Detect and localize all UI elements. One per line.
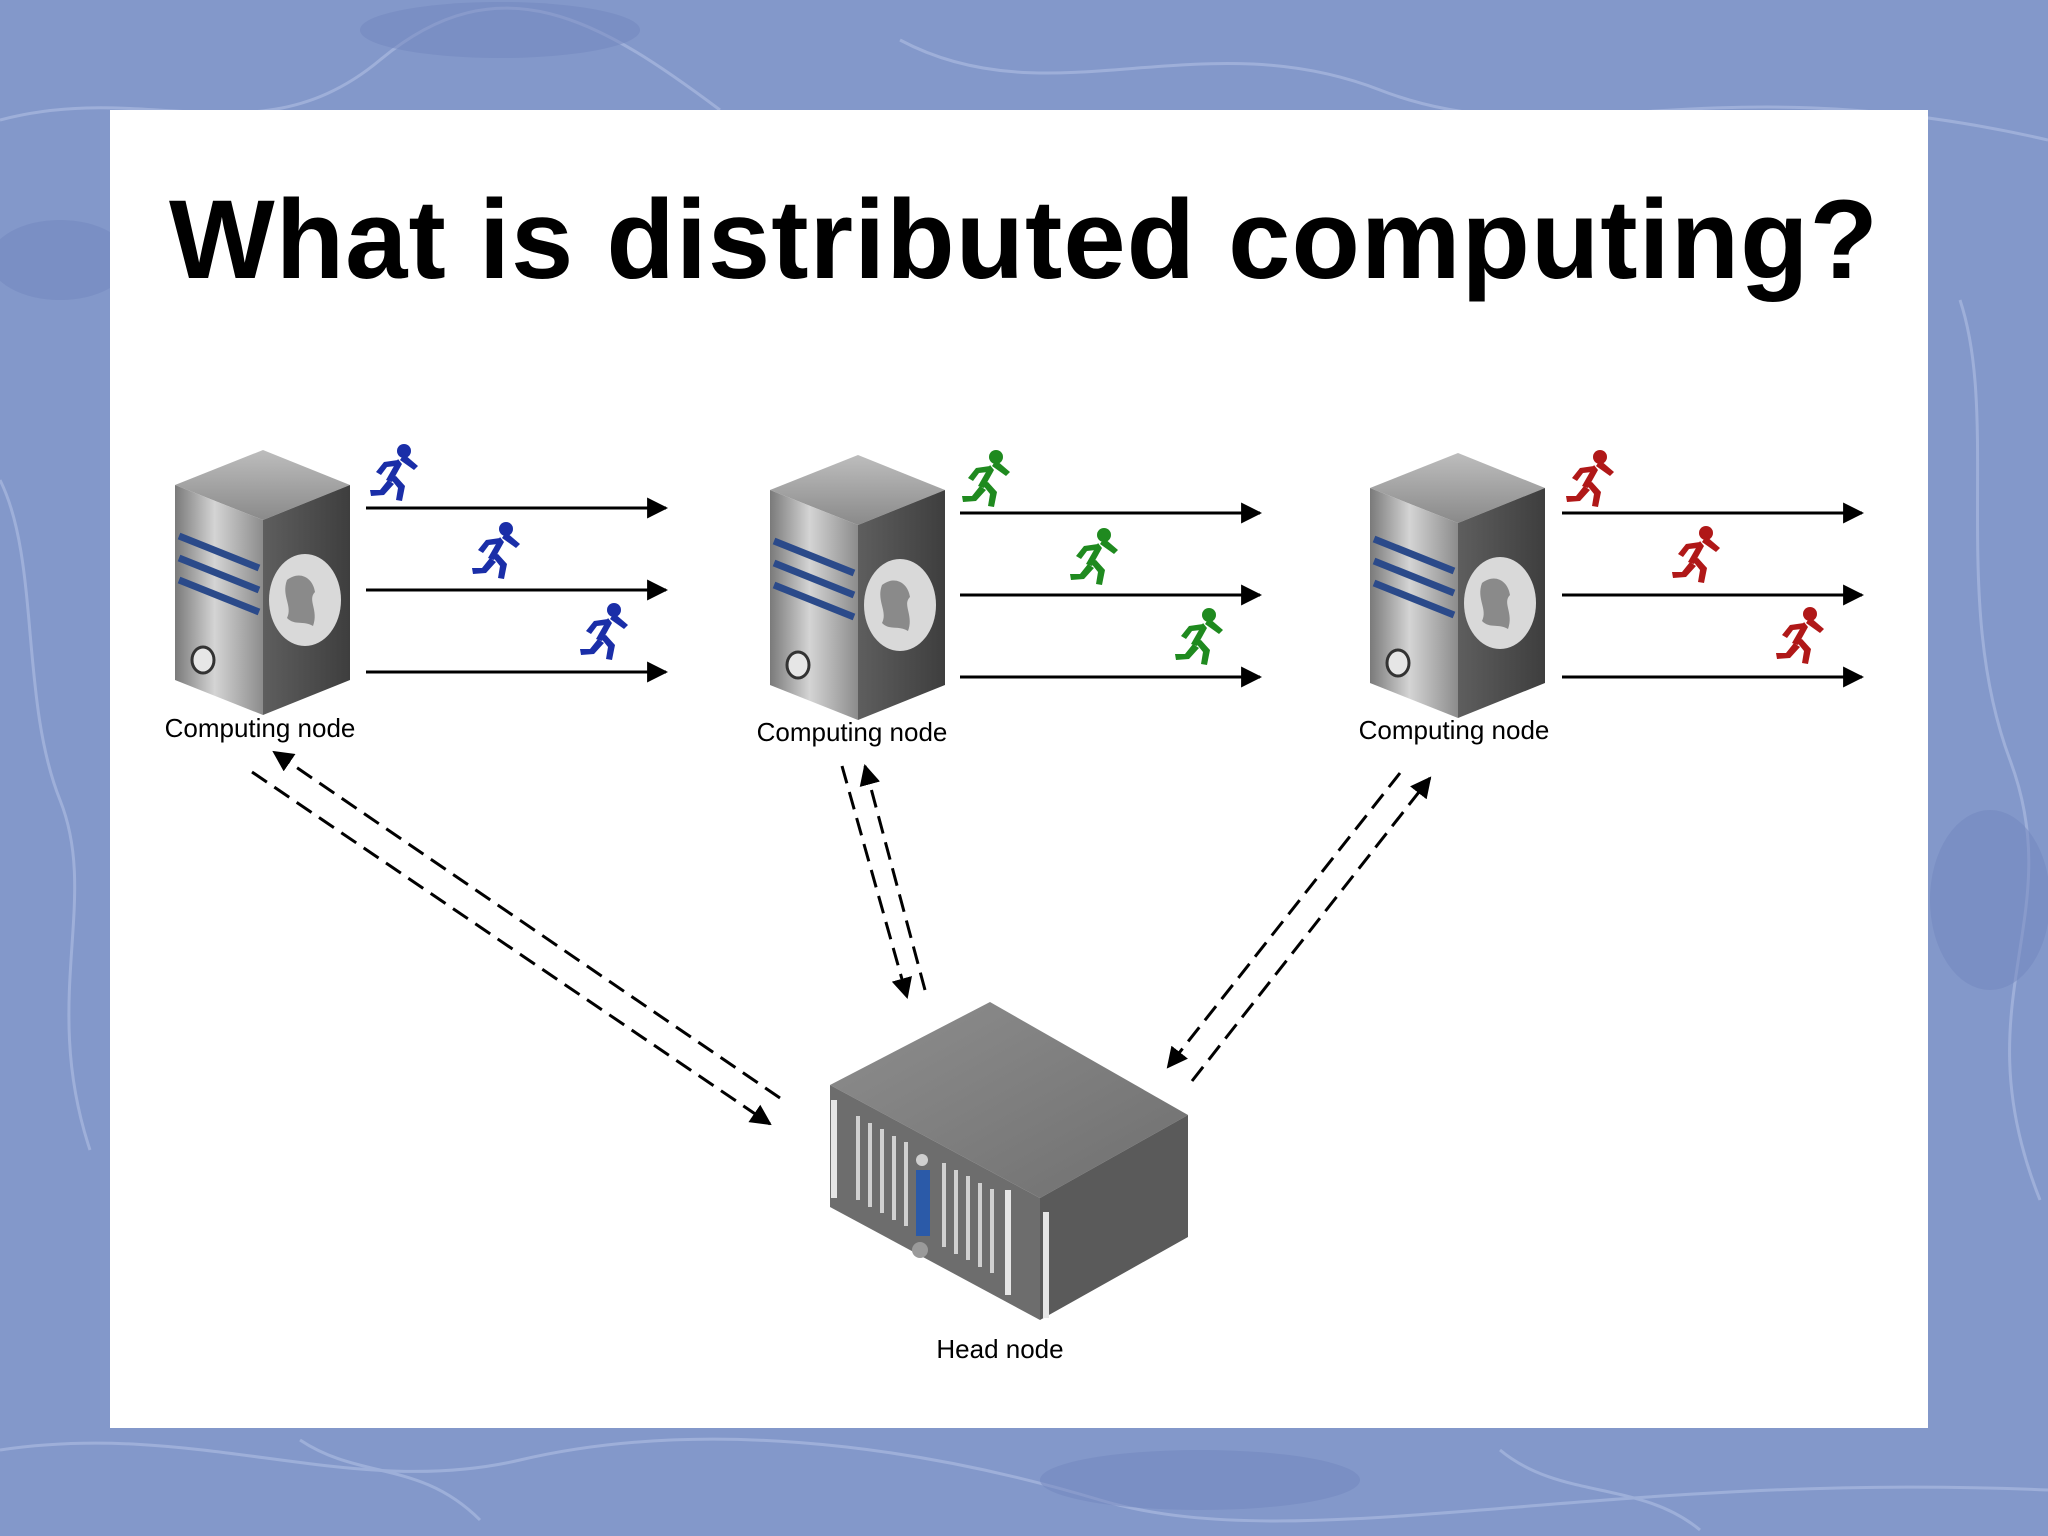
head-node: Head node (830, 1002, 1188, 1364)
server-tower-icon (1370, 453, 1545, 718)
task-arrows (366, 497, 669, 683)
runner-icons (1566, 450, 1824, 664)
rack-server-icon (830, 1002, 1188, 1320)
link-head-to-node-2 (840, 765, 912, 1000)
link-head-to-node-3 (1166, 772, 1402, 1069)
head-node-label: Head node (936, 1334, 1063, 1364)
computing-node-1: Computing node (165, 444, 669, 743)
runner-icon (1672, 526, 1720, 583)
computing-node-label: Computing node (165, 713, 356, 743)
runner-icon (370, 444, 418, 501)
runner-icon (1175, 608, 1223, 665)
runner-icon (1070, 528, 1118, 585)
runner-icon (472, 522, 520, 579)
computing-node-3: Computing node (1359, 450, 1865, 745)
task-arrows (960, 502, 1263, 688)
dashed-connectors (251, 750, 1432, 1126)
slide-title: What is distributed computing? (169, 177, 1879, 302)
runner-icons (370, 444, 628, 660)
runner-icon (1566, 450, 1614, 507)
link-node-1-to-head (272, 750, 781, 1100)
server-tower-icon (770, 455, 945, 720)
link-head-to-node-1 (251, 770, 772, 1126)
link-node-2-to-head (859, 763, 927, 991)
computing-node-label: Computing node (757, 717, 948, 747)
link-node-3-to-head (1190, 776, 1432, 1082)
computing-node-2: Computing node (757, 450, 1263, 747)
task-arrows (1562, 502, 1865, 688)
runner-icon (1776, 607, 1824, 664)
computing-node-label: Computing node (1359, 715, 1550, 745)
runner-icon (962, 450, 1010, 507)
runner-icons (962, 450, 1223, 665)
server-tower-icon (175, 450, 350, 715)
runner-icon (580, 603, 628, 660)
